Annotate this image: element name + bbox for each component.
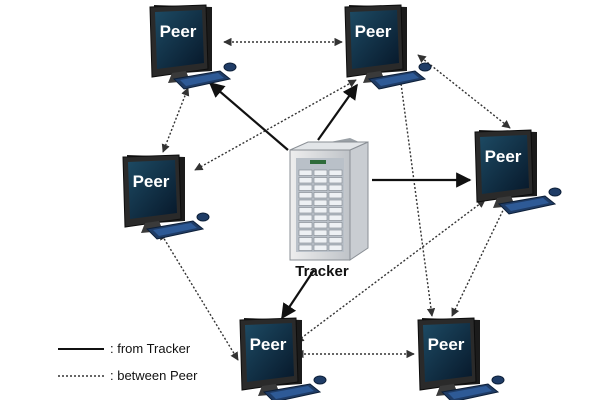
peer-label: Peer — [355, 22, 392, 41]
peer-label: Peer — [250, 335, 287, 354]
monitor-screen — [423, 323, 472, 382]
drive-bay — [298, 184, 313, 191]
peer-top-right: Peer — [344, 4, 432, 90]
drive-bay — [328, 222, 343, 229]
from-tracker-edge — [317, 83, 358, 141]
mouse-icon — [491, 375, 505, 385]
peer-label: Peer — [160, 22, 197, 41]
drive-bay — [313, 199, 328, 206]
tracker-label: Tracker — [295, 263, 349, 280]
between-peer-edge — [451, 199, 509, 317]
drive-bay — [298, 222, 313, 229]
mouse-icon — [313, 375, 327, 385]
keyboard-keys — [180, 73, 224, 86]
drive-bay — [328, 169, 343, 176]
peer-bottom-right: Peer — [417, 317, 505, 400]
legend: : from Tracker : between Peer — [58, 341, 198, 383]
drive-bay — [298, 244, 313, 251]
between-peer-edge — [159, 231, 239, 361]
peer-label: Peer — [485, 147, 522, 166]
drive-bay — [328, 237, 343, 244]
keyboard-keys — [448, 386, 492, 399]
between-peer-edge — [161, 87, 190, 153]
legend-between-peer: : between Peer — [110, 368, 198, 383]
drive-bay — [328, 229, 343, 236]
drive-bay — [298, 207, 313, 214]
drive-bay — [313, 169, 328, 176]
drive-bay — [298, 177, 313, 184]
mouse-icon — [196, 212, 210, 222]
monitor-screen — [480, 135, 529, 194]
monitor-screen — [155, 10, 204, 69]
keyboard-keys — [375, 73, 419, 86]
tracker-led-icon — [310, 160, 326, 164]
drive-bay — [328, 244, 343, 251]
monitor-screen — [350, 10, 399, 69]
between-peer-edges — [159, 37, 511, 361]
peer-label: Peer — [428, 335, 465, 354]
drive-bay — [328, 207, 343, 214]
drive-bay — [328, 184, 343, 191]
between-peer-edge — [396, 75, 436, 317]
peer-mid-left: Peer — [122, 154, 210, 240]
drive-bay — [298, 229, 313, 236]
from-tracker-edge — [281, 269, 315, 320]
monitor-screen — [245, 323, 294, 382]
keyboard-keys — [270, 386, 314, 399]
drive-bay — [313, 207, 328, 214]
drive-bay — [313, 244, 328, 251]
drive-bay — [328, 199, 343, 206]
drive-bay — [298, 199, 313, 206]
monitor-screen — [128, 160, 177, 219]
tracker-side — [349, 141, 369, 261]
between-peer-edge — [295, 199, 486, 343]
drive-bay — [298, 237, 313, 244]
tracker-top — [289, 141, 369, 151]
tracker-drive-bays — [298, 169, 343, 251]
between-peer-edge — [417, 54, 511, 129]
peer-bottom-left: Peer — [239, 317, 327, 400]
drive-bay — [313, 177, 328, 184]
from-tracker-edge — [208, 81, 289, 151]
drive-bay — [313, 192, 328, 199]
drive-bay — [313, 214, 328, 221]
drive-bay — [298, 169, 313, 176]
drive-bay — [313, 222, 328, 229]
peer-top-left: Peer — [149, 4, 237, 90]
legend-from-tracker: : from Tracker — [110, 341, 191, 356]
mouse-icon — [223, 62, 237, 72]
drive-bay — [328, 192, 343, 199]
drive-bay — [313, 229, 328, 236]
keyboard-keys — [505, 198, 549, 211]
keyboard-keys — [153, 223, 197, 236]
peer-mid-right: Peer — [474, 129, 562, 215]
drive-bay — [298, 192, 313, 199]
drive-bay — [328, 214, 343, 221]
drive-bay — [313, 237, 328, 244]
mouse-icon — [418, 62, 432, 72]
peer-label: Peer — [133, 172, 170, 191]
between-peer-edge — [194, 79, 357, 171]
mouse-icon — [548, 187, 562, 197]
drive-bay — [313, 184, 328, 191]
drive-bay — [328, 177, 343, 184]
from-tracker-edges — [208, 81, 472, 320]
tracker-server — [289, 138, 369, 261]
drive-bay — [298, 214, 313, 221]
